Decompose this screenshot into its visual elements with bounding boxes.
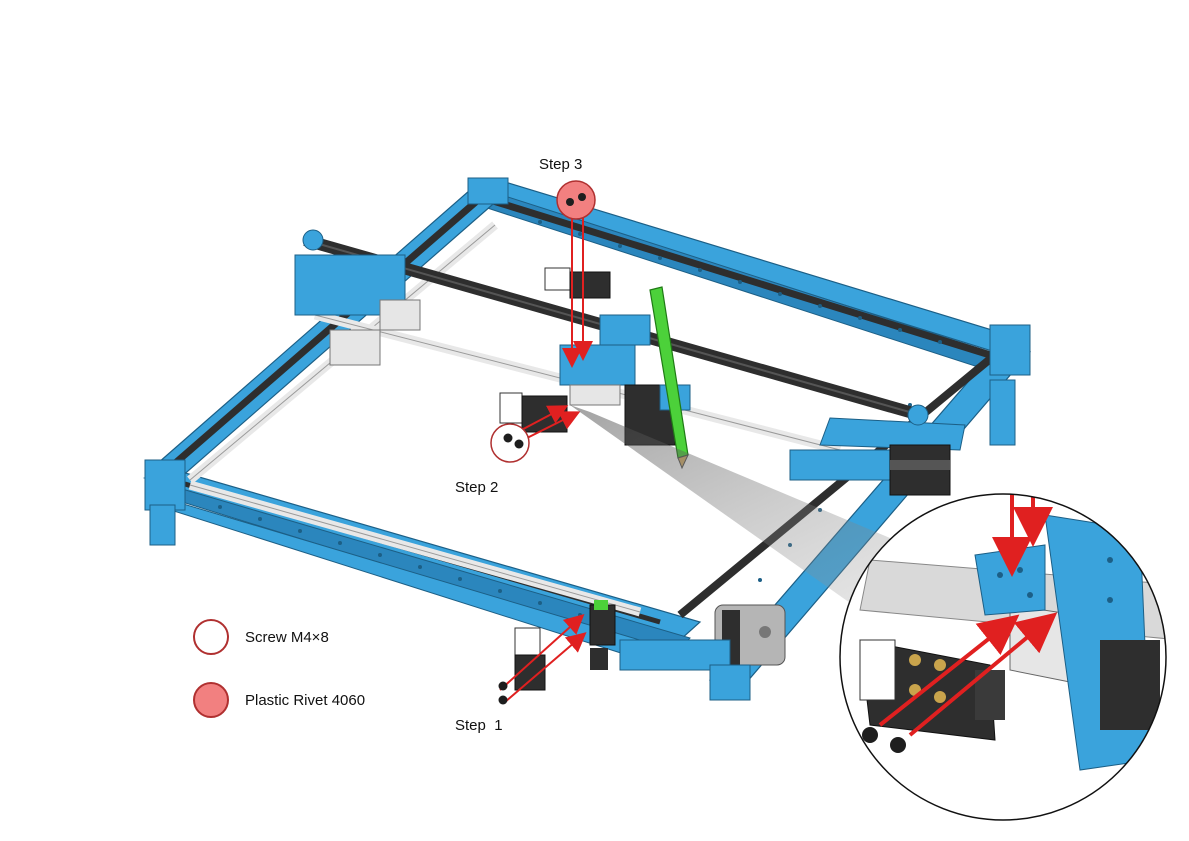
screw-icon — [862, 727, 906, 753]
step3-label: Step 3 — [539, 156, 583, 173]
stepper-motor-icon — [889, 444, 951, 496]
screw-icon — [193, 619, 229, 655]
legend-label-screw: Screw M4×8 — [245, 628, 329, 646]
legend-item-rivet: Plastic Rivet 4060 — [193, 682, 365, 718]
legend-item-screw: Screw M4×8 — [193, 619, 329, 655]
left-rail — [148, 189, 502, 479]
right-carriage — [789, 404, 966, 481]
screw-icon — [498, 681, 508, 705]
pen-carriage — [559, 314, 691, 446]
step2-label: Step 2 — [455, 479, 499, 496]
rivet-marker-step3 — [556, 180, 596, 220]
step1-label: Step 1 — [455, 717, 503, 734]
magnified-inset — [839, 493, 1167, 821]
main-frame — [142, 177, 1032, 691]
step1-part — [514, 600, 616, 691]
legend-label-rivet: Plastic Rivet 4060 — [245, 691, 366, 709]
rivet-icon — [566, 193, 586, 206]
screw-icon — [503, 433, 524, 449]
rivet-icon — [193, 682, 229, 718]
left-carriage — [294, 229, 421, 366]
servo-bracket — [544, 267, 611, 299]
x-gantry — [294, 229, 966, 496]
assembly-arrows — [499, 205, 593, 703]
screw-marker-step2 — [490, 423, 530, 463]
